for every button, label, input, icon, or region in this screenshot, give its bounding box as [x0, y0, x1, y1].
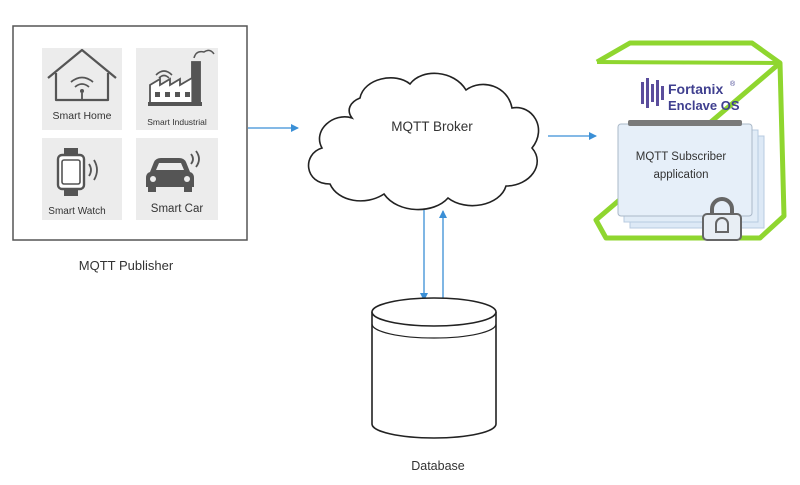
factory-wifi-icon	[148, 49, 215, 106]
database-cylinder: Database	[371, 297, 497, 473]
tile-smart-home: Smart Home	[42, 48, 122, 130]
padlock-icon	[702, 197, 742, 241]
subscriber-label-line1: MQTT Subscriber	[636, 151, 727, 163]
enclave-brand-line1: Fortanix	[668, 81, 723, 97]
tile-label-smart-car: Smart Car	[151, 203, 204, 215]
enclave-brand-mark: ®	[730, 80, 736, 88]
publisher-group: Smart Home Smart Industrial	[12, 25, 248, 273]
tile-smart-watch: Smart Watch	[42, 138, 122, 220]
broker-cloud: MQTT Broker	[307, 72, 540, 211]
tile-label-smart-industrial: Smart Industrial	[147, 117, 207, 127]
broker-label: MQTT Broker	[391, 119, 473, 134]
enclave-group: Fortanix ® Enclave OS MQTT Subscriber ap…	[593, 40, 787, 241]
tile-smart-industrial: Smart Industrial	[136, 48, 218, 130]
car-signal-icon	[146, 150, 200, 192]
database-label: Database	[411, 459, 465, 473]
publisher-label: MQTT Publisher	[79, 258, 174, 273]
smartwatch-icon	[56, 148, 98, 196]
enclave-brand-line2: Enclave OS	[668, 98, 740, 113]
tile-smart-car: Smart Car	[136, 138, 218, 220]
tile-label-smart-watch: Smart Watch	[48, 206, 105, 217]
house-wifi-icon	[47, 48, 117, 102]
tile-label-smart-home: Smart Home	[53, 110, 112, 122]
subscriber-card-stack: MQTT Subscriber application	[617, 120, 765, 229]
fortanix-logo-icon	[641, 78, 664, 108]
subscriber-label-line2: application	[654, 169, 709, 181]
